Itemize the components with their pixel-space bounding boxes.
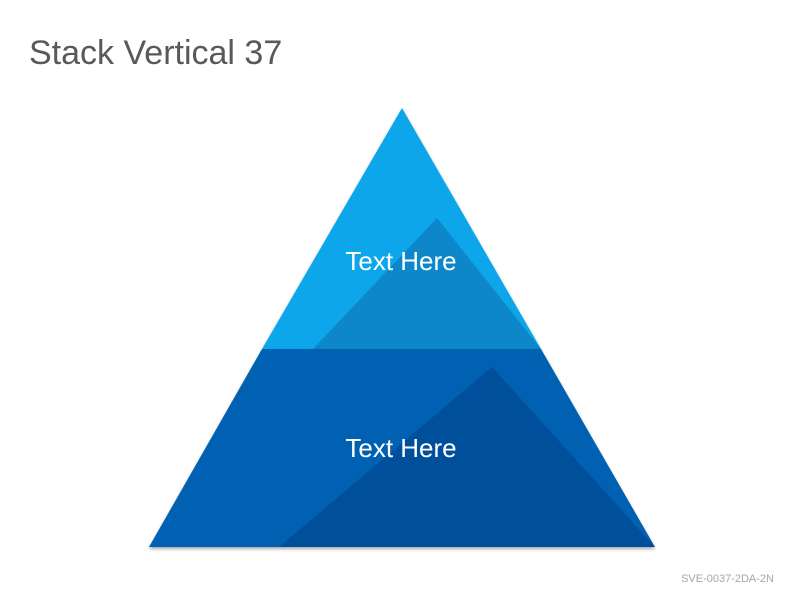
tier-top-label: Text Here	[345, 246, 456, 276]
tier-top-shade	[313, 218, 541, 349]
tier-bottom-shade	[279, 367, 655, 547]
slide-title: Stack Vertical 37	[29, 34, 283, 72]
tier-bottom-label: Text Here	[345, 433, 456, 463]
pyramid-tier-top: Text Here	[262, 108, 541, 349]
slide-code: SVE-0037-2DA-2N	[681, 573, 774, 585]
pyramid-tier-bottom: Text Here	[149, 349, 655, 547]
